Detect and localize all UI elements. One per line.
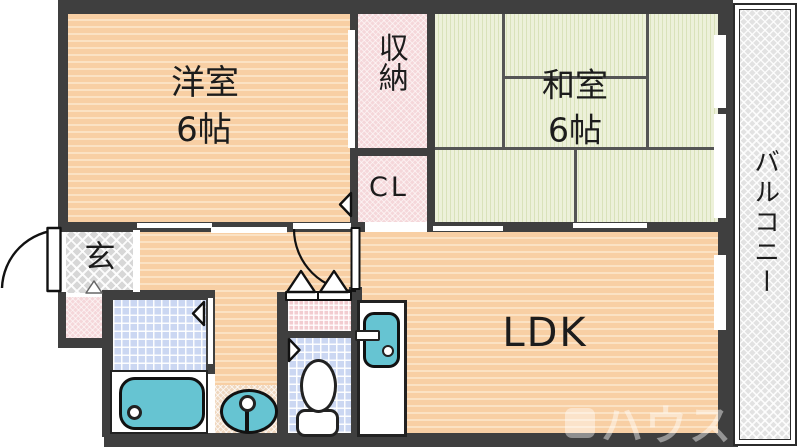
bathtub-drain	[127, 405, 142, 420]
door-hinge-post	[349, 287, 362, 300]
western-room-label: 洋室	[171, 63, 239, 104]
wall-storage-divider	[350, 148, 435, 156]
tatami-line	[646, 14, 649, 148]
kitchen-drain	[382, 345, 394, 357]
balcony-label: バルコニー	[749, 148, 780, 298]
wall-top	[58, 0, 733, 14]
closet-label: CL	[369, 171, 409, 203]
western-room-size: 6帖	[176, 110, 232, 151]
tatami-line	[502, 14, 505, 148]
washbasin-stem	[245, 405, 249, 433]
entrance-door-arc	[0, 228, 61, 289]
wall-washer-toilet-divider	[281, 331, 351, 338]
bathroom-tiles	[113, 300, 206, 372]
shoe-cabinet	[66, 297, 102, 338]
balcony	[733, 3, 797, 446]
washer-space	[288, 300, 351, 331]
japanese-room-size: 6帖	[548, 110, 602, 150]
wall-shoebox-cap	[58, 338, 113, 348]
storage-label: 収納	[372, 32, 408, 92]
wall-right	[718, 0, 733, 440]
storage-door	[348, 30, 355, 148]
toilet-bowl	[300, 359, 337, 413]
sliding-door-western	[137, 222, 212, 228]
bifold-track	[317, 291, 352, 301]
japanese-room-label: 和室	[542, 65, 608, 105]
closet-floor	[358, 156, 427, 222]
tatami-line	[435, 147, 718, 150]
bathroom-door	[207, 298, 213, 364]
western-room-floor	[68, 14, 350, 222]
toilet-tank	[296, 409, 339, 437]
entrance-door-leaf	[46, 226, 62, 293]
balcony-deck	[739, 9, 791, 440]
wall-bathroom-top	[102, 290, 215, 300]
sliding-door-western	[211, 227, 287, 233]
ldk-label: LDK	[502, 310, 588, 356]
washbasin-faucet	[239, 395, 256, 412]
sliding-door-japanese	[573, 222, 647, 228]
entrance-label: 玄	[84, 239, 116, 276]
window-japanese	[714, 35, 726, 108]
hallway-floor	[140, 229, 358, 292]
wall-left-lower	[58, 292, 66, 344]
entrance-step	[133, 230, 140, 292]
bathtub	[119, 377, 205, 430]
sliding-door-japanese	[433, 225, 503, 231]
kitchen-faucet	[355, 330, 380, 341]
wall-toilet-right	[351, 292, 360, 437]
window-japanese	[714, 114, 726, 218]
wall-storage-right	[427, 8, 435, 232]
wall-bottom	[104, 433, 738, 447]
bifold-track	[285, 291, 319, 301]
tatami-line	[503, 76, 647, 79]
storage-floor	[358, 8, 427, 148]
wall-bathroom-left	[102, 292, 113, 437]
wall-left-upper	[58, 0, 68, 229]
wall-toilet-left	[277, 292, 288, 437]
window-ldk	[714, 255, 726, 330]
door-opening-hall	[293, 222, 351, 229]
tatami-line	[574, 150, 577, 222]
ldk-floor	[358, 232, 718, 433]
